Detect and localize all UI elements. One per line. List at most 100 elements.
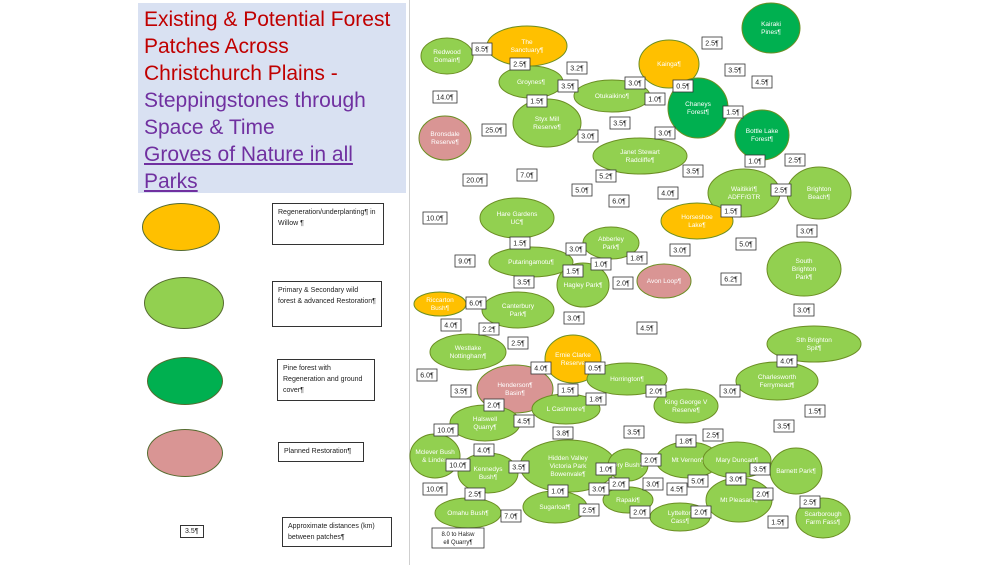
patch-label: Omahu Bush¶ [447, 510, 489, 517]
patch-label: Bronsdale [430, 131, 460, 138]
distance-box-rect [509, 236, 531, 250]
annotation-rect [431, 527, 485, 549]
patch-ellipse [592, 137, 688, 175]
patch-label: Chaneys [685, 101, 711, 108]
distance-value: 4.0¶ [780, 359, 794, 366]
distance-box: 3.5¶ [623, 425, 645, 439]
distance-box: 3.0¶ [563, 311, 585, 325]
distance-box-rect [513, 414, 535, 428]
distance-box: 2.5¶ [464, 487, 486, 501]
distance-box-rect [595, 462, 617, 476]
patch-label: Mt Pleasant¶ [720, 497, 758, 504]
forest-patch: Kainga¶ [638, 39, 700, 89]
distance-value: 1.5¶ [771, 520, 785, 527]
distance-box-rect [577, 129, 599, 143]
distance-box-rect [565, 242, 587, 256]
patch-label: Reserve¶ [533, 124, 561, 131]
patch-ellipse [741, 2, 801, 54]
distance-value: 1.8¶ [589, 397, 603, 404]
patch-label: Pines¶ [761, 29, 781, 36]
distance-box: 3.0¶ [669, 243, 691, 257]
distance-box-rect [464, 487, 486, 501]
patch-label: Forest¶ [751, 136, 773, 143]
distance-box: 1.0¶ [744, 154, 766, 168]
distance-box: 1.0¶ [547, 484, 569, 498]
patch-label: Mt Vernon¶ [671, 457, 705, 464]
distance-box: 5.0¶ [687, 474, 709, 488]
distance-value: 3.0¶ [581, 134, 595, 141]
distance-value: 3.0¶ [567, 316, 581, 323]
distance-box-rect [432, 90, 458, 104]
distance-value: 3.5¶ [686, 169, 700, 176]
forest-patch: Putaringamotu¶ [488, 246, 574, 278]
title-line-1: Existing & Potential Forest [144, 8, 391, 31]
distance-box-rect [744, 154, 766, 168]
patch-label: Victoria Park [550, 463, 587, 470]
distance-box-rect [481, 123, 507, 137]
distance-box: 1.5¶ [557, 383, 579, 397]
distance-box-rect [724, 63, 746, 77]
distance-value: 2.5¶ [468, 492, 482, 499]
patch-label: Basin¶ [505, 390, 525, 397]
distance-box: 0.5¶ [584, 361, 606, 375]
distance-box-rect [752, 487, 774, 501]
distance-value: 1.5¶ [561, 388, 575, 395]
distance-box: 2.5¶ [578, 503, 600, 517]
distance-box: 5.2¶ [595, 169, 617, 183]
legend-dark-green-swatch [147, 357, 223, 405]
distance-box: 2.0¶ [690, 505, 712, 519]
distance-box-rect [702, 428, 724, 442]
patch-label: Canterbury [502, 303, 535, 310]
distance-value: 6.2¶ [724, 277, 738, 284]
patch-label: Bottle Lake [746, 128, 779, 135]
distance-box-rect [563, 311, 585, 325]
distance-value: 4.5¶ [670, 487, 684, 494]
patch-label: South [796, 258, 813, 265]
distance-box-rect [416, 368, 438, 382]
distance-value: 3.0¶ [800, 229, 814, 236]
patch-label: King George V [665, 399, 708, 406]
distance-value: 3.0¶ [673, 248, 687, 255]
patch-label: Quarry¶ [473, 424, 497, 431]
distance-box: 1.0¶ [595, 462, 617, 476]
distance-value: 1.5¶ [726, 110, 740, 117]
forest-patch: Groynes¶ [498, 65, 564, 99]
legend-pink-label: Planned Restoration¶ [278, 442, 364, 462]
distance-value: 4.0¶ [477, 448, 491, 455]
patch-label: Styx Mill [535, 116, 560, 123]
patch-ellipse [418, 115, 472, 161]
distance-box-rect [675, 434, 697, 448]
distance-box-rect [609, 116, 631, 130]
distance-value: 3.8¶ [556, 431, 570, 438]
distance-value: 1.0¶ [748, 159, 762, 166]
patch-ellipse [786, 166, 852, 220]
legend-orange-label: Regeneration/underplanting¶ in Willow ¶ [272, 203, 384, 245]
distance-box: 3.5¶ [609, 116, 631, 130]
distance-box: 2.0¶ [612, 276, 634, 290]
distance-box-rect [422, 482, 448, 496]
distance-box-rect [557, 79, 579, 93]
distance-box-rect [478, 322, 500, 336]
distance-box: 4.5¶ [666, 482, 688, 496]
distance-box-rect [590, 257, 612, 271]
distance-value: 10.0¶ [437, 428, 455, 435]
distance-box-rect [513, 275, 535, 289]
patch-label: Sugarloaf¶ [539, 504, 571, 511]
distance-box: 25.0¶ [481, 123, 507, 137]
distance-box: 3.0¶ [796, 224, 818, 238]
legend-distance-sample: 3.5¶ [180, 525, 204, 538]
distance-value: 4.5¶ [517, 419, 531, 426]
distance-value: 1.0¶ [551, 489, 565, 496]
patch-label: The [521, 39, 533, 46]
forest-patch: Omahu Bush¶ [434, 497, 502, 529]
patch-label: UC¶ [511, 219, 524, 226]
patch-label: Brighton [807, 186, 832, 193]
legend-distance-label: Approximate distances (km) between patch… [282, 517, 392, 547]
distance-value: 2.5¶ [511, 341, 525, 348]
distance-box: 7.0¶ [500, 509, 522, 523]
distance-box-rect [669, 243, 691, 257]
distance-value: 10.0¶ [426, 216, 444, 223]
distance-box-rect [465, 296, 487, 310]
distance-box-rect [776, 354, 798, 368]
